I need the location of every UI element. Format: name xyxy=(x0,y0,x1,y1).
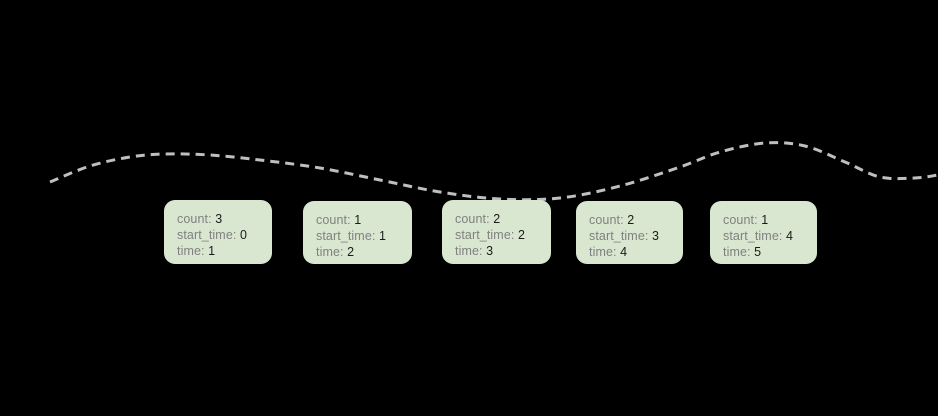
field-value: 1 xyxy=(379,229,387,243)
card-field-time: time: 1 xyxy=(177,243,259,259)
field-value: 2 xyxy=(347,245,355,259)
field-label: count: xyxy=(455,212,494,226)
card-field-time: time: 2 xyxy=(316,244,399,260)
field-value: 3 xyxy=(215,212,223,226)
card-field-start_time: start_time: 2 xyxy=(455,227,538,243)
card-field-start_time: start_time: 3 xyxy=(589,228,670,244)
card-field-count: count: 2 xyxy=(589,212,670,228)
field-value: 5 xyxy=(754,245,762,259)
field-value: 2 xyxy=(627,213,635,227)
field-label: count: xyxy=(316,213,355,227)
field-value: 0 xyxy=(240,228,248,242)
field-label: start_time: xyxy=(589,229,653,243)
card-field-count: count: 3 xyxy=(177,211,259,227)
field-label: time: xyxy=(177,244,209,258)
card-field-count: count: 1 xyxy=(316,212,399,228)
field-value: 3 xyxy=(486,244,494,258)
field-value: 2 xyxy=(493,212,501,226)
field-label: time: xyxy=(455,244,487,258)
field-label: count: xyxy=(723,213,762,227)
field-label: start_time: xyxy=(723,229,787,243)
field-label: start_time: xyxy=(316,229,380,243)
card-field-count: count: 1 xyxy=(723,212,804,228)
field-label: time: xyxy=(316,245,348,259)
field-value: 1 xyxy=(354,213,362,227)
card-field-time: time: 4 xyxy=(589,244,670,260)
field-value: 1 xyxy=(761,213,769,227)
field-label: count: xyxy=(589,213,628,227)
field-value: 3 xyxy=(652,229,660,243)
field-label: time: xyxy=(589,245,621,259)
card-field-time: time: 3 xyxy=(455,243,538,259)
field-value: 4 xyxy=(620,245,628,259)
field-label: time: xyxy=(723,245,755,259)
field-value: 1 xyxy=(208,244,216,258)
field-value: 4 xyxy=(786,229,794,243)
field-label: count: xyxy=(177,212,216,226)
card-field-start_time: start_time: 1 xyxy=(316,228,399,244)
card-field-start_time: start_time: 4 xyxy=(723,228,804,244)
field-label: start_time: xyxy=(455,228,519,242)
field-label: start_time: xyxy=(177,228,241,242)
card-field-count: count: 2 xyxy=(455,211,538,227)
card-field-time: time: 5 xyxy=(723,244,804,260)
card-field-start_time: start_time: 0 xyxy=(177,227,259,243)
field-value: 2 xyxy=(518,228,526,242)
